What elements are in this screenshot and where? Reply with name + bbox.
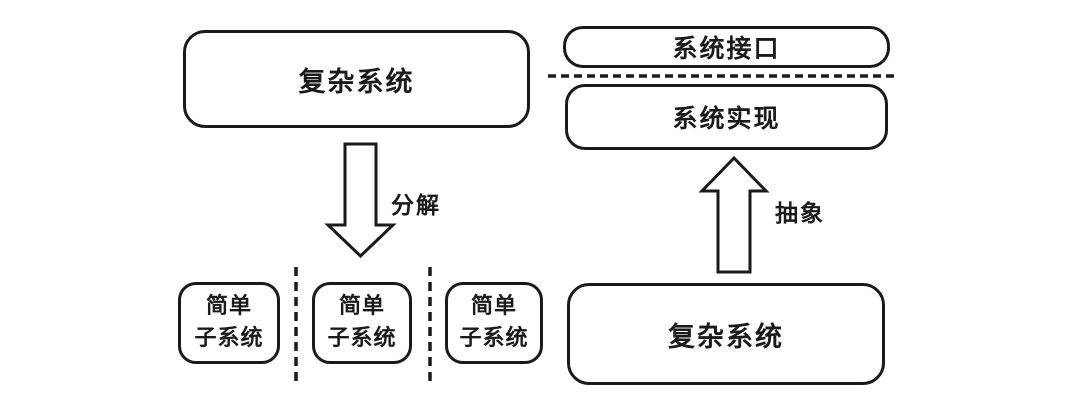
system-interface-box: 系统接口 <box>563 26 890 68</box>
abstract-arrow-up-icon <box>698 155 770 274</box>
system-implementation-box: 系统实现 <box>565 84 888 150</box>
simple-subsystem-box-1: 简单 子系统 <box>178 282 280 364</box>
abstract-arrow-label: 抽象 <box>775 201 825 227</box>
decompose-arrow-down-icon <box>324 142 397 259</box>
simple-subsystem-box-2: 简单 子系统 <box>312 282 412 364</box>
complex-system-box-right: 复杂系统 <box>567 283 885 385</box>
simple-subsystem-box-3: 简单 子系统 <box>445 282 543 364</box>
decompose-arrow-label: 分解 <box>391 193 441 219</box>
complex-system-box-left: 复杂系统 <box>183 30 530 128</box>
